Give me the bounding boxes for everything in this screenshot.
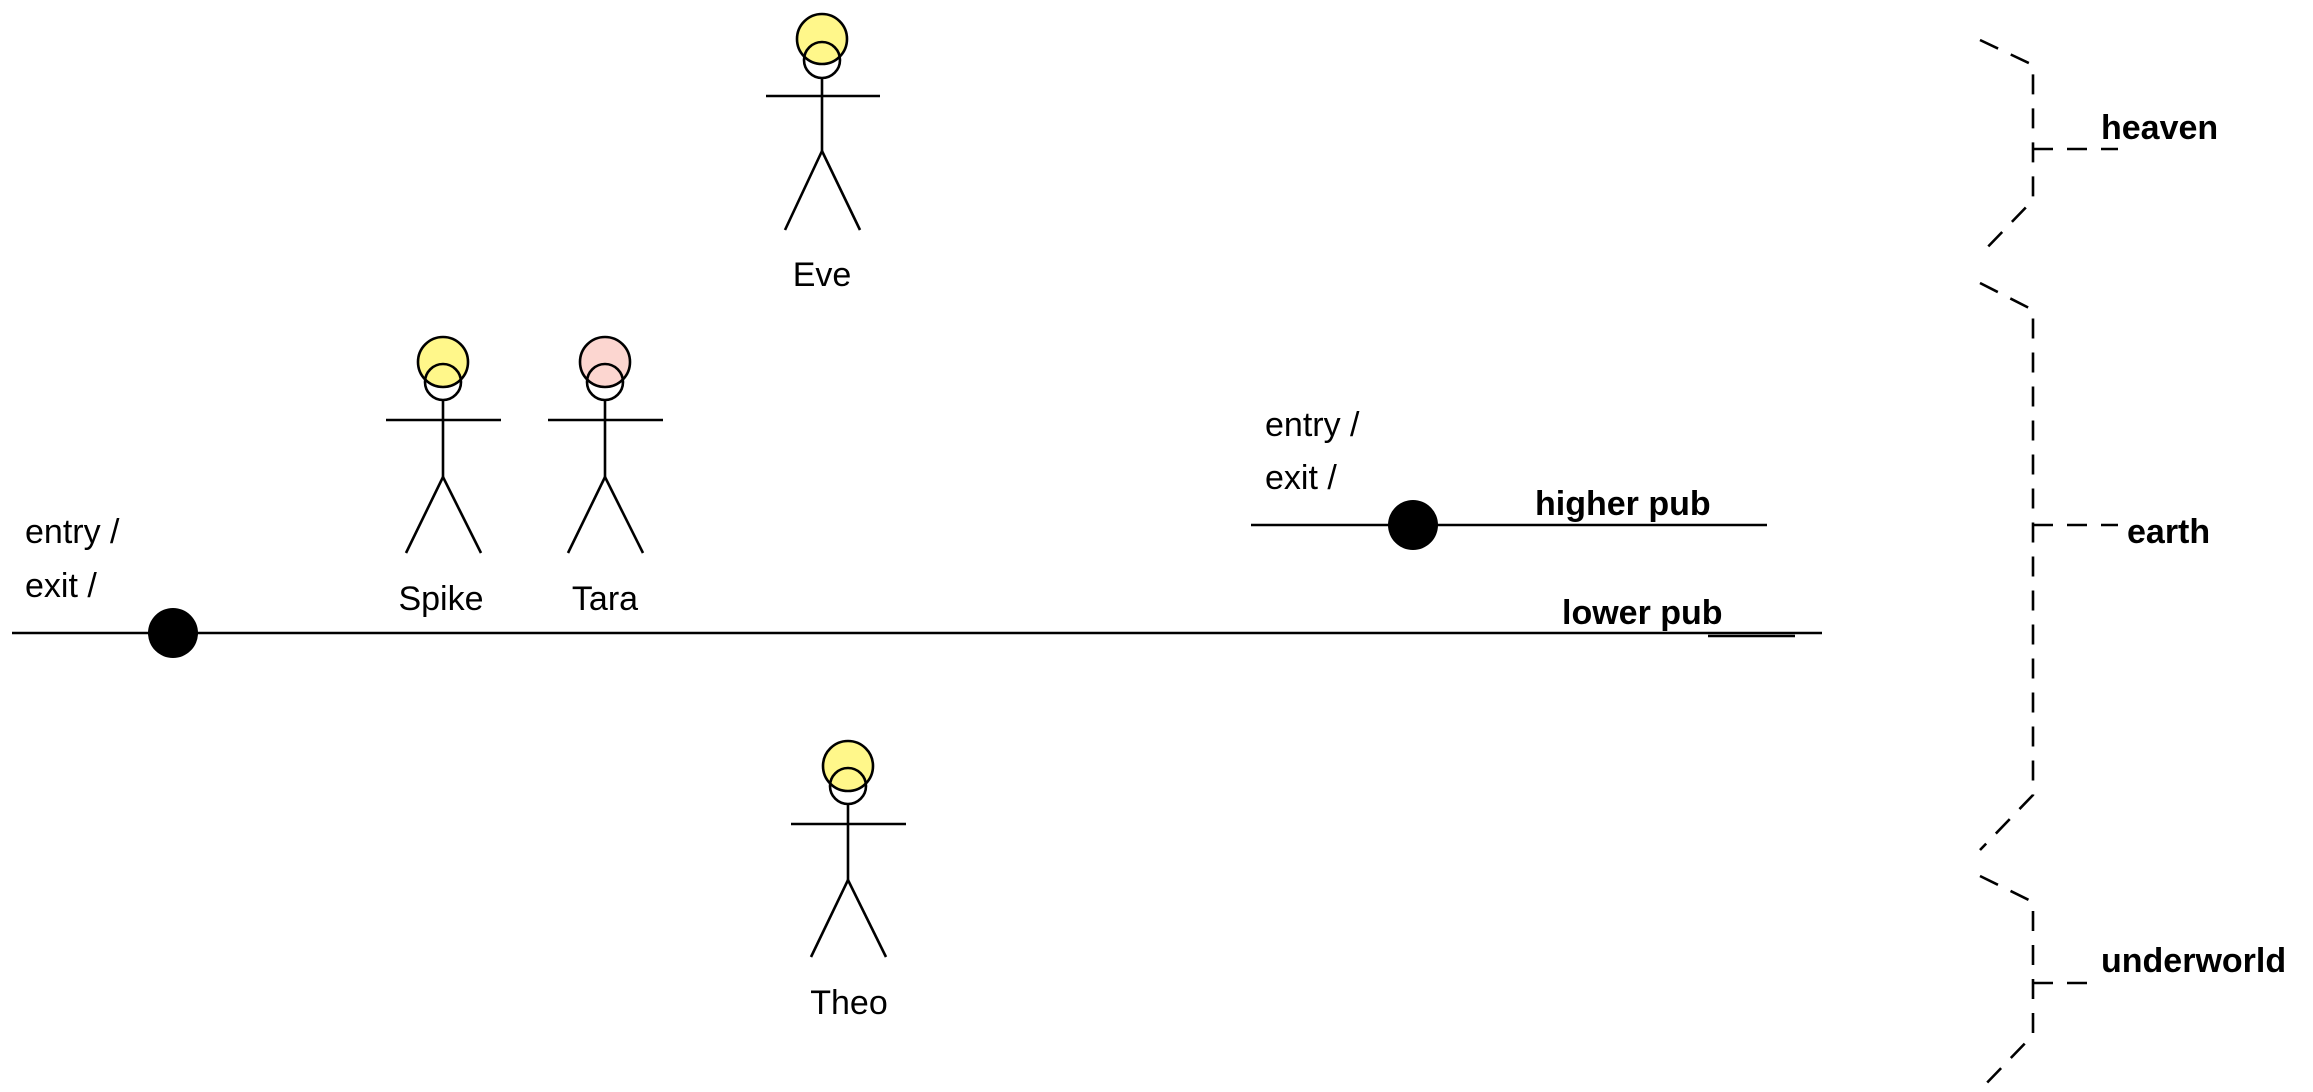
actor-spike-name: Spike xyxy=(398,580,483,618)
lower-pub-node[interactable] xyxy=(148,608,198,658)
actor-tara[interactable]: Tara xyxy=(548,335,663,618)
actor-tara-leg-right xyxy=(603,476,645,554)
actor-eve-leg-left xyxy=(783,150,824,231)
higher-pub-node[interactable] xyxy=(1388,500,1438,550)
actor-eve-leg-right xyxy=(820,150,862,231)
earth-brace xyxy=(1979,281,2035,851)
higher-pub-name: higher pub xyxy=(1535,485,1711,523)
actor-spike-leg-left xyxy=(404,476,445,554)
underworld-brace xyxy=(1979,874,2035,1091)
lower-pub-exit-label: exit / xyxy=(25,567,97,605)
actor-theo[interactable]: Theo xyxy=(791,739,906,1022)
realm-earth[interactable]: earth xyxy=(1979,281,2210,851)
higher-pub-exit-label: exit / xyxy=(1265,459,1337,497)
actor-eve-head-color xyxy=(795,12,849,66)
actor-spike-leg-right xyxy=(441,476,483,554)
place-higher-pub[interactable]: entry / exit / higher pub xyxy=(1251,406,1767,550)
heaven-label: heaven xyxy=(2101,109,2218,147)
actor-theo-leg-left xyxy=(809,879,850,958)
actor-spike[interactable]: Spike xyxy=(386,335,501,618)
actor-theo-name: Theo xyxy=(810,984,888,1022)
actor-eve-name: Eve xyxy=(793,256,852,294)
place-lower-pub[interactable]: entry / exit / lower pub xyxy=(12,513,1822,658)
realm-underworld[interactable]: underworld xyxy=(1979,874,2286,1091)
actor-eve[interactable]: Eve xyxy=(766,12,880,294)
actor-theo-leg-right xyxy=(846,879,888,958)
actor-tara-name: Tara xyxy=(572,580,638,618)
underworld-label: underworld xyxy=(2101,942,2286,980)
actor-tara-head-color xyxy=(578,335,632,389)
lower-pub-entry-label: entry / xyxy=(25,513,120,551)
actor-spike-head-color xyxy=(416,335,470,389)
actor-theo-head-color xyxy=(821,739,875,793)
higher-pub-entry-label: entry / xyxy=(1265,406,1360,444)
heaven-brace xyxy=(1979,38,2035,256)
lower-pub-name: lower pub xyxy=(1562,594,1723,632)
realm-heaven[interactable]: heaven xyxy=(1979,38,2218,256)
earth-label: earth xyxy=(2127,513,2210,551)
actor-tara-leg-left xyxy=(566,476,607,554)
